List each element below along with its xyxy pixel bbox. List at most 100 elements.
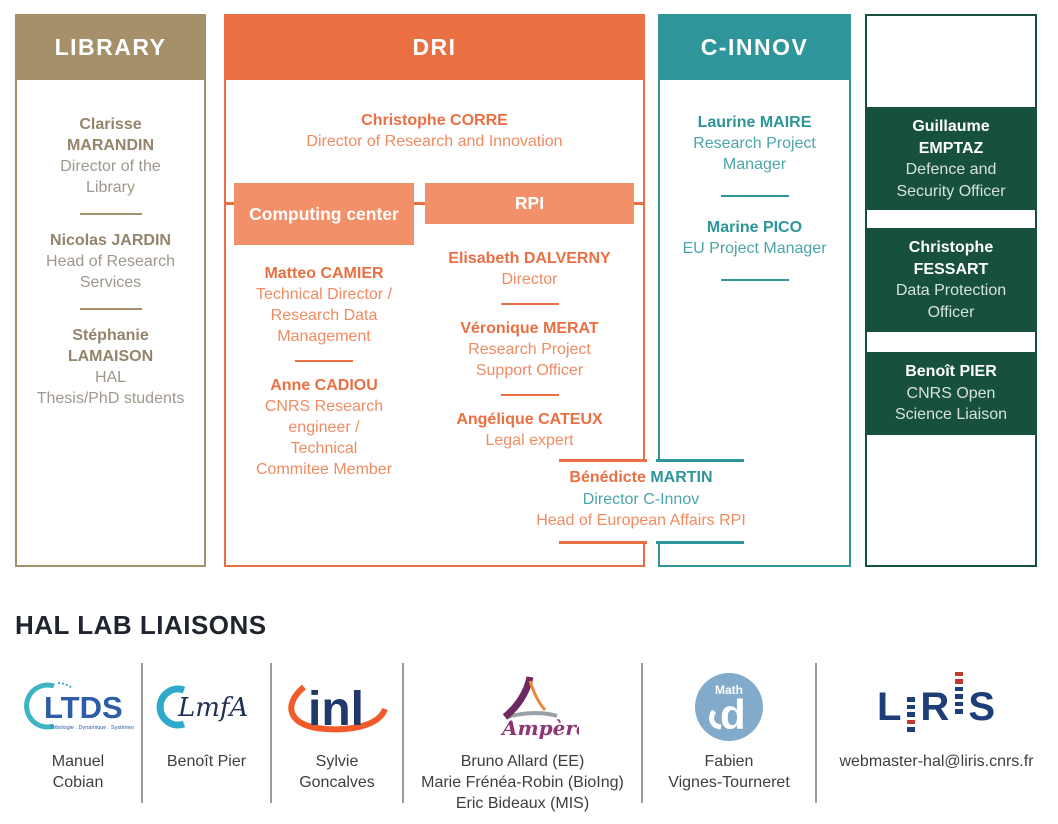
officer-open-science: Benoît PIER CNRS Open Science Liaison [865,352,1037,435]
first-name: Bénédicte [569,469,646,486]
officer-defence-security: Guillaume EMPTAZ Defence and Security Of… [865,107,1037,210]
divider-line [720,195,789,197]
officers-box: Guillaume EMPTAZ Defence and Security Of… [865,14,1037,567]
member-role: Defence and Security Officer [896,161,1006,200]
lab-cell-inl: inl Sylvie Goncalves [272,663,402,814]
library-header: LIBRARY [15,14,206,80]
member-name: Anne CADIOU [270,377,378,394]
member-role: Director of Research and Innovation [306,133,563,150]
dri-header: DRI [224,14,645,80]
member-name: Bénédicte MARTIN [510,467,772,489]
library-member-2: Nicolas JARDIN Head of Research Services [17,230,204,293]
inl-logo: inl [278,667,396,747]
inl-logo-text: inl [308,683,364,736]
lab-contact: Benoît Pier [166,753,247,770]
rpi-column: Elisabeth DALVERNY Director Véronique ME… [425,248,634,451]
divider-line [500,394,559,396]
member-role: Head of Research Services [46,253,175,291]
member-name: Elisabeth DALVERNY [448,250,611,267]
library-member-3: Stéphanie LAMAISON HAL Thesis/PhD studen… [17,325,204,409]
officer-data-protection: Christophe FESSART Data Protection Offic… [865,228,1037,332]
divider-line [500,303,559,305]
library-box: LIBRARY Clarisse MARANDIN Director of th… [15,14,206,567]
vertical-divider [641,663,643,803]
ltds-logo-text: LTDS [44,690,123,725]
vertical-divider [141,663,143,803]
library-member-1: Clarisse MARANDIN Director of the Librar… [17,114,204,198]
ltds-logo: LTDS Tribologie . Dynamique . Systèmes [22,667,134,747]
notch-cap-line [559,459,647,462]
section-title: HAL LAB LIAISONS [15,610,267,640]
member-name: Christophe CORRE [361,112,508,129]
computing-center-column: Matteo CAMIER Technical Director / Resea… [234,263,414,480]
member-role: Technical Director / Research Data Manag… [255,286,393,345]
divider-line [720,279,789,281]
cinnov-member-2: Marine PICO EU Project Manager [660,217,849,259]
divider-line [295,360,353,362]
hal-lab-liaisons-section: HAL LAB LIAISONS LTDS Tribologie . Dynam… [15,610,1058,814]
lab-contact: Sylvie Goncalves [299,753,375,791]
member-role: HAL Thesis/PhD students [36,369,185,407]
lmfa-logo-text: LmfA [177,693,248,723]
member-name: Angélique CATEUX [456,411,603,428]
member-name: Stéphanie LAMAISON [67,327,154,365]
dri-box: DRI Christophe CORRE Director of Researc… [224,14,645,567]
connector-line [226,202,235,205]
ltds-logo-tagline: Tribologie . Dynamique . Systèmes [50,725,134,731]
member-name: Laurine MAIRE [697,114,812,131]
member-name: Benoît PIER [905,363,997,380]
computing-member-2: Anne CADIOU CNRS Research engineer / Tec… [234,375,414,480]
member-role: Director of the Library [60,158,161,196]
rpi-member-2: Véronique MERAT Research Project Support… [425,318,634,381]
member-name: Marine PICO [706,219,803,236]
member-role: CNRS Research engineer / Technical Commi… [255,398,393,478]
shared-member-benedicte-martin: Bénédicte MARTIN Director C-Innov Head o… [510,467,772,532]
member-role: EU Project Manager [682,240,827,257]
dri-director: Christophe CORRE Director of Research an… [226,110,643,152]
mathd-logo-text: d [720,691,746,738]
member-role: Data Protection Officer [895,282,1007,321]
member-name: Véronique MERAT [460,320,599,337]
divider-line [79,308,142,310]
library-body: Clarisse MARANDIN Director of the Librar… [17,80,204,409]
lab-cell-ampere: Ampère Bruno Allard (EE) Marie Frénéa-Ro… [404,663,641,814]
lab-contact-email: webmaster-hal@liris.cnrs.fr [839,753,1034,770]
lab-contact: Fabien Vignes-Tourneret [668,753,790,791]
mathd-logo-chip: Math [715,683,743,697]
member-role: Director [501,271,558,288]
vertical-divider [402,663,404,803]
cinnov-member-1: Laurine MAIRE Research Project Manager [660,112,849,175]
member-name: Clarisse MARANDIN [66,116,155,154]
lab-cell-liris: L R S webmaster-hal@liris.cnrs.fr [817,663,1056,814]
member-name: Matteo CAMIER [264,265,384,282]
member-name: Guillaume EMPTAZ [912,118,990,157]
lab-cell-lmfa: LmfA Benoît Pier [143,663,270,814]
lab-cell-mathd: Math d Fabien Vignes-Tourneret [643,663,815,814]
vertical-divider [815,663,817,803]
rpi-member-1: Elisabeth DALVERNY Director [425,248,634,290]
member-role: Director C-Innov [582,490,700,508]
member-role: Research Project Manager [693,135,816,173]
member-name: Christophe FESSART [908,239,994,278]
connector-line [633,202,644,205]
notch-cap-line [656,541,744,544]
vertical-divider [270,663,272,803]
ampere-logo-text: Ampère [500,716,579,740]
computing-center-header: Computing center [234,183,414,245]
lab-cell-ltds: LTDS Tribologie . Dynamique . Systèmes M… [15,663,141,814]
liaisons-row: LTDS Tribologie . Dynamique . Systèmes M… [15,663,1058,814]
liris-letter: L [876,685,903,729]
mathd-logo: Math d [693,667,765,747]
liris-dashed-i [907,697,916,735]
cinnov-body: Laurine MAIRE Research Project Manager M… [660,80,849,281]
liris-logo: L R S [877,667,996,747]
rpi-header: RPI [425,183,634,224]
member-role: CNRS Open Science Liaison [894,384,1008,424]
notch-cap-line [656,459,744,462]
notch-cap-line [559,541,647,544]
computing-member-1: Matteo CAMIER Technical Director / Resea… [234,263,414,347]
member-role: Research Project Support Officer [468,341,591,379]
lab-contact: Bruno Allard (EE) Marie Frénéa-Robin (Bi… [421,753,624,812]
member-role: Legal expert [485,432,574,449]
